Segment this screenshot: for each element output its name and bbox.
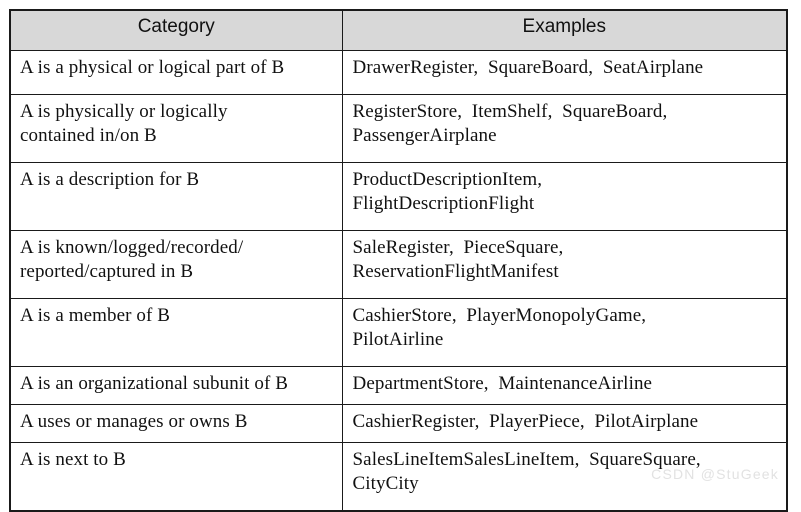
cell-line: SalesLineItemSalesLineItem, SquareSquare… <box>352 449 701 470</box>
cell-line: RegisterStore, ItemShelf, SquareBoard, <box>352 101 668 122</box>
cell-examples: CashierStore, PlayerMonopolyGame, PilotA… <box>341 298 788 367</box>
cell-line: A is an organizational subunit of B <box>20 373 289 394</box>
table-row: A is physically or logically contained i… <box>9 94 788 163</box>
table-header-row: Category Examples <box>9 9 788 51</box>
table-row: A is known/logged/recorded/ reported/cap… <box>9 230 788 299</box>
cell-line: SaleRegister, PieceSquare, <box>352 237 564 258</box>
column-header-examples: Examples <box>341 9 788 51</box>
cell-line: A is a member of B <box>20 305 171 326</box>
table-header: Category Examples <box>9 9 788 51</box>
column-header-category: Category <box>9 9 343 51</box>
table-row: A uses or manages or owns B CashierRegis… <box>9 404 788 443</box>
cell-line: ReservationFlightManifest <box>352 261 559 282</box>
cell-line: DepartmentStore, MaintenanceAirline <box>352 373 653 394</box>
cell-line: A uses or manages or owns B <box>20 411 248 432</box>
cell-category: A is known/logged/recorded/ reported/cap… <box>9 230 343 299</box>
cell-line: contained in/on B <box>20 125 157 146</box>
cell-category: A is a physical or logical part of B <box>9 50 343 95</box>
table-row: A is a description for B ProductDescript… <box>9 162 788 231</box>
table-row: A is a physical or logical part of B Dra… <box>9 50 788 95</box>
cell-line: PassengerAirplane <box>352 125 497 146</box>
cell-line: reported/captured in B <box>20 261 194 282</box>
cell-examples: RegisterStore, ItemShelf, SquareBoard, P… <box>341 94 788 163</box>
cell-category: A is an organizational subunit of B <box>9 366 343 405</box>
cell-examples: CashierRegister, PlayerPiece, PilotAirpl… <box>341 404 788 443</box>
association-category-table-container: Category Examples A is a physical or log… <box>9 9 788 512</box>
table-row: A is a member of B CashierStore, PlayerM… <box>9 298 788 367</box>
table-row: A is next to B SalesLineItemSalesLineIte… <box>9 442 788 512</box>
cell-category: A is next to B <box>9 442 343 512</box>
cell-line: ProductDescriptionItem, <box>352 169 543 190</box>
table-body: A is a physical or logical part of B Dra… <box>9 50 788 512</box>
cell-category: A is a member of B <box>9 298 343 367</box>
table-row: A is an organizational subunit of B Depa… <box>9 366 788 405</box>
cell-line: CashierStore, PlayerMonopolyGame, <box>352 305 647 326</box>
cell-category: A is a description for B <box>9 162 343 231</box>
cell-examples: ProductDescriptionItem, FlightDescriptio… <box>341 162 788 231</box>
cell-line: DrawerRegister, SquareBoard, SeatAirplan… <box>352 57 704 78</box>
cell-examples: SaleRegister, PieceSquare, ReservationFl… <box>341 230 788 299</box>
cell-line: A is next to B <box>20 449 126 470</box>
cell-line: A is a physical or logical part of B <box>20 57 285 78</box>
cell-examples: DepartmentStore, MaintenanceAirline <box>341 366 788 405</box>
cell-line: A is physically or logically <box>20 101 228 122</box>
cell-line: A is known/logged/recorded/ <box>20 237 244 258</box>
association-category-table: Category Examples A is a physical or log… <box>9 9 788 512</box>
cell-line: PilotAirline <box>352 329 444 350</box>
cell-line: FlightDescriptionFlight <box>352 193 535 214</box>
cell-category: A uses or manages or owns B <box>9 404 343 443</box>
cell-examples: DrawerRegister, SquareBoard, SeatAirplan… <box>341 50 788 95</box>
cell-line: A is a description for B <box>20 169 200 190</box>
cell-examples: SalesLineItemSalesLineItem, SquareSquare… <box>341 442 788 512</box>
cell-category: A is physically or logically contained i… <box>9 94 343 163</box>
cell-line: CityCity <box>352 473 419 494</box>
cell-line: CashierRegister, PlayerPiece, PilotAirpl… <box>352 411 699 432</box>
